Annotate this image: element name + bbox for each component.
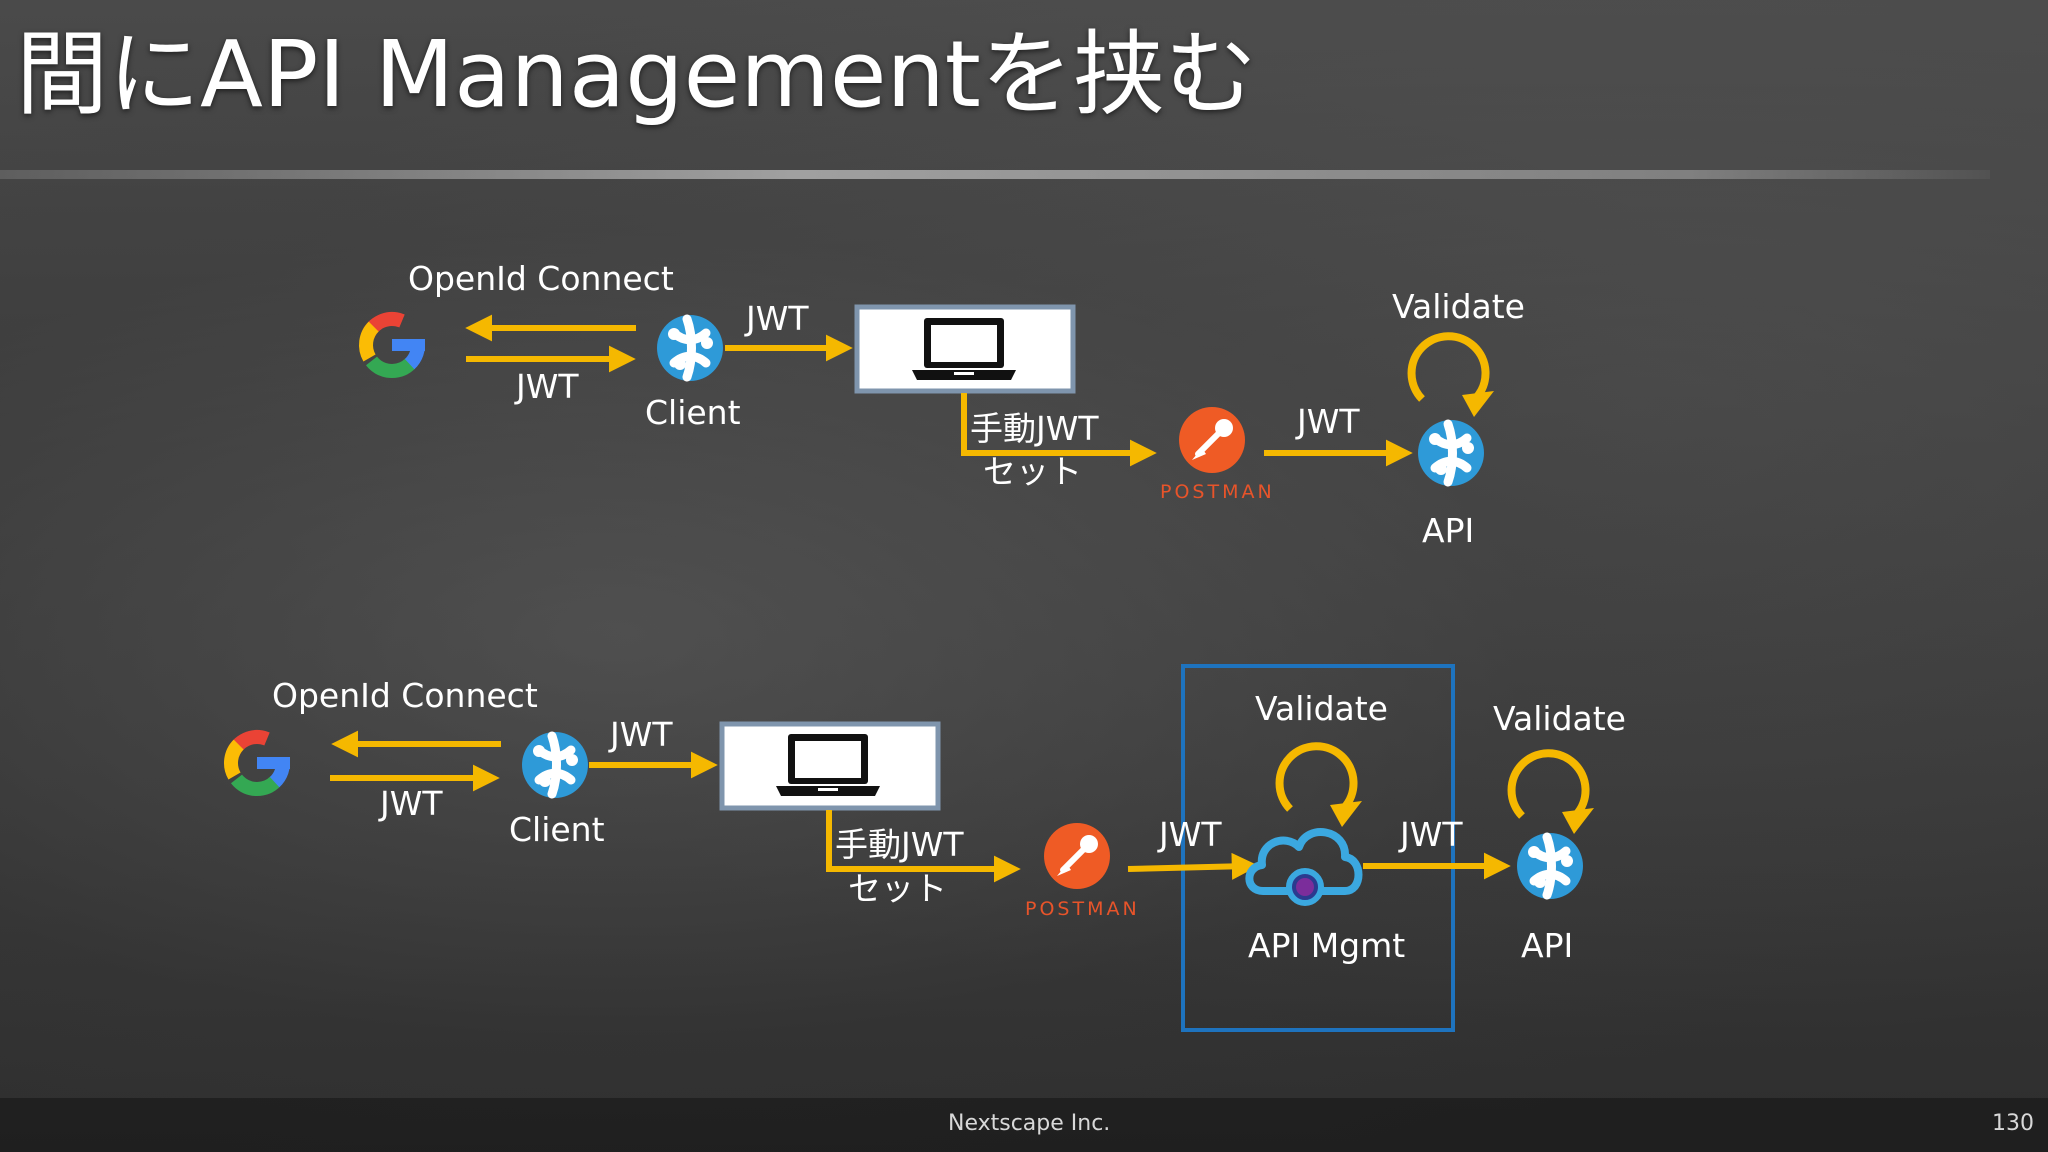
arrow-to-postman	[961, 393, 1157, 467]
manual-jwt-label: 手動JWT	[835, 825, 964, 864]
refresh-loop-icon	[1512, 753, 1594, 834]
jwt-label: JWT	[744, 299, 809, 338]
api-label: API	[1422, 511, 1474, 550]
jwt-label: JWT	[378, 784, 443, 823]
manual-jwt-label: 手動JWT	[970, 409, 1099, 448]
client-label: Client	[509, 810, 605, 849]
laptop-icon	[776, 734, 880, 796]
api-azure-app-icon	[1517, 833, 1583, 899]
jwt-label: JWT	[1295, 402, 1360, 441]
slide-title: 間にAPI Managementを挟む	[16, 21, 1257, 128]
footer-bar	[0, 1098, 2048, 1152]
openid-connect-label: OpenId Connect	[408, 259, 674, 298]
title-divider	[0, 170, 1990, 179]
client-label: Client	[645, 393, 741, 432]
footer-company-name: Nextscape Inc.	[948, 1111, 1111, 1136]
validate-label: Validate	[1392, 287, 1525, 326]
validate-label: Validate	[1493, 699, 1626, 738]
google-icon	[220, 726, 294, 800]
postman-label: POSTMAN	[1160, 481, 1275, 503]
jwt-label: JWT	[608, 715, 673, 754]
diagram-2: OpenId Connect JWT Client JWT 手動JWT セット …	[220, 664, 1626, 1032]
api-label: API	[1521, 926, 1573, 965]
google-icon	[355, 308, 429, 382]
page-number: 130	[1992, 1111, 2034, 1136]
jwt-label: JWT	[1398, 815, 1463, 854]
set-label: セット	[848, 869, 947, 908]
postman-icon	[1179, 407, 1245, 473]
postman-icon	[1044, 823, 1110, 889]
laptop-icon	[912, 318, 1016, 380]
set-label: セット	[983, 452, 1082, 491]
arrow-to-postman	[826, 810, 1021, 883]
openid-connect-label: OpenId Connect	[272, 676, 538, 715]
api-management-highlight-box	[1181, 664, 1455, 1032]
jwt-label: JWT	[514, 367, 579, 406]
postman-label: POSTMAN	[1025, 898, 1140, 920]
client-azure-app-icon	[522, 732, 588, 798]
api-management-cloud-icon	[1249, 832, 1358, 903]
api-management-label: API Mgmt	[1248, 926, 1405, 965]
refresh-loop-icon	[1412, 336, 1494, 417]
diagram-1: OpenId Connect JWT Client JWT 手動JWT セット …	[355, 259, 1525, 550]
client-azure-app-icon	[657, 315, 723, 381]
arrow-to-api-management	[1127, 852, 1259, 880]
apim-validate-label: Validate	[1255, 689, 1388, 728]
jwt-label: JWT	[1157, 815, 1222, 854]
refresh-loop-icon	[1280, 746, 1362, 827]
api-azure-app-icon	[1418, 420, 1484, 486]
